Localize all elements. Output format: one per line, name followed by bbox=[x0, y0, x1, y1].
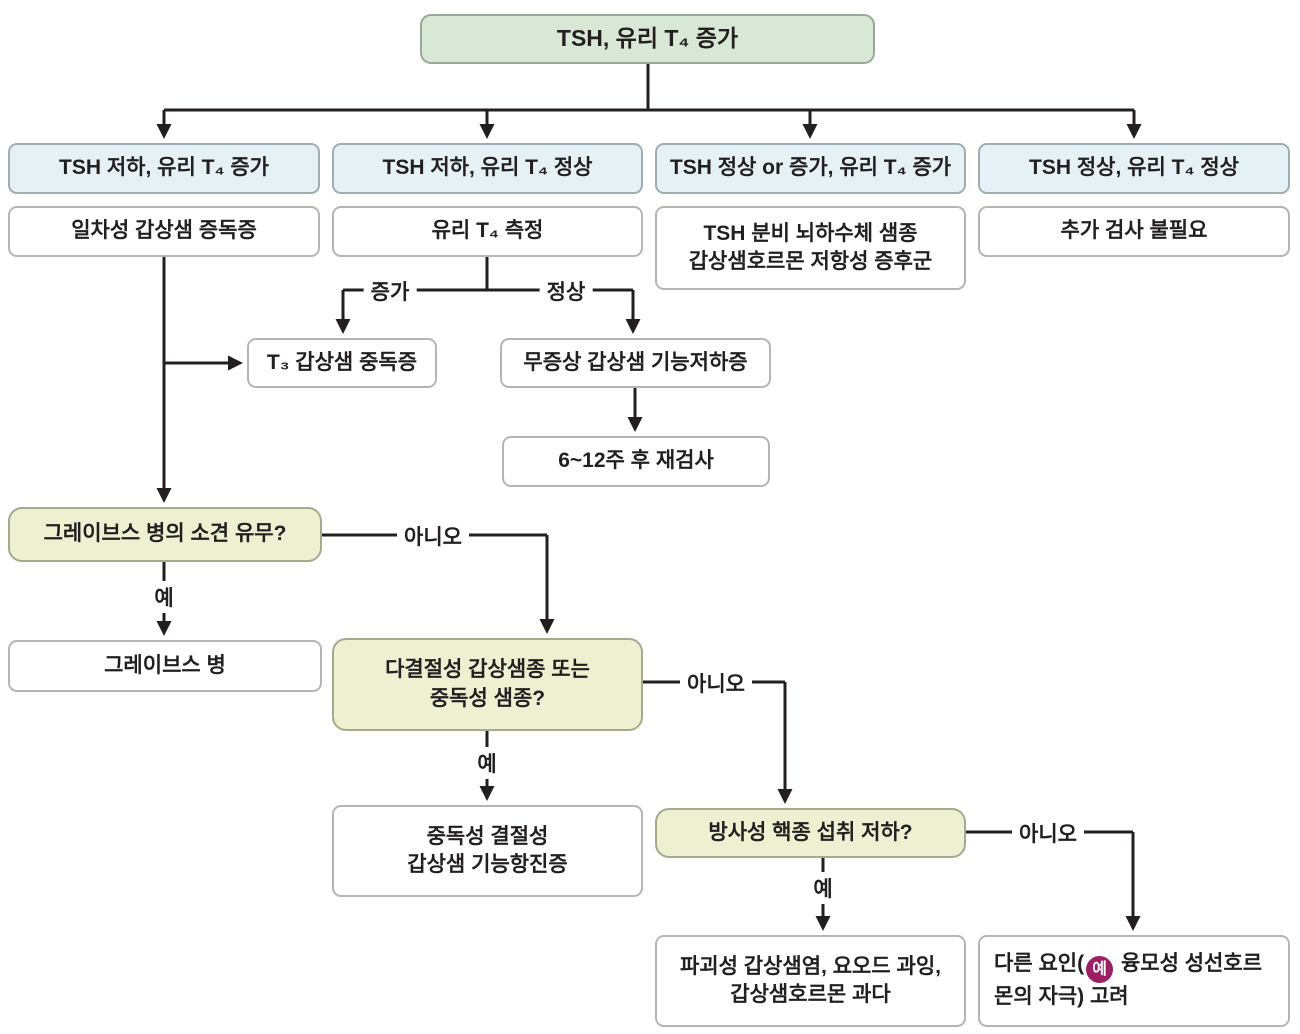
node-recheck-6-12-weeks: 6~12주 후 재검사 bbox=[502, 436, 770, 487]
edge-label-yes-graves: 예 bbox=[147, 581, 181, 613]
result-label: 추가 검사 불필요 bbox=[1060, 219, 1208, 243]
result-line2: 갑상샘 기능항진증 bbox=[407, 853, 568, 876]
node-measure-free-t4: 유리 T₄ 측정 bbox=[332, 206, 643, 257]
question-line2: 중독성 샘종? bbox=[429, 686, 546, 710]
condition-label: TSH 정상 or 증가, 유리 T₄ 증가 bbox=[669, 156, 952, 180]
edge-label-normal: 정상 bbox=[539, 275, 593, 307]
result-label: T₃ 갑상샘 중독증 bbox=[266, 350, 418, 374]
result-label: 그레이브스 병 bbox=[104, 653, 226, 677]
edge-label-no-uptake: 아니오 bbox=[1012, 817, 1084, 849]
condition-label: TSH 저하, 유리 T₄ 정상 bbox=[382, 156, 593, 180]
example-badge: 예 bbox=[1086, 956, 1114, 984]
result-label: 유리 T₄ 측정 bbox=[431, 219, 544, 243]
result-line1: 파괴성 갑상샘염, 요오드 과잉, bbox=[679, 954, 941, 978]
node-condition-tsh-normal-ft4-normal: TSH 정상, 유리 T₄ 정상 bbox=[978, 143, 1290, 194]
node-multinodular-goiter-question: 다결절성 갑상샘종 또는 중독성 샘종? bbox=[332, 638, 643, 731]
node-t3-thyrotoxicosis: T₃ 갑상샘 중독증 bbox=[247, 338, 437, 388]
result-line2: 갑상샘호르몬 저항성 증후군 bbox=[688, 250, 933, 273]
question-line1: 다결절성 갑상샘종 또는 bbox=[385, 658, 590, 682]
node-toxic-nodular-hyperthyroidism: 중독성 결절성 갑상샘 기능항진증 bbox=[332, 805, 643, 897]
node-root: TSH, 유리 T₄ 증가 bbox=[420, 14, 875, 64]
result-line1: 중독성 결절성 bbox=[426, 824, 549, 848]
edge-label-yes-uptake: 예 bbox=[806, 872, 840, 904]
question-label: 그레이브스 병의 소견 유무? bbox=[43, 522, 287, 546]
edge-label-no-graves: 아니오 bbox=[397, 520, 469, 552]
result-line1: 다른 요인(예 융모성 성선호르 bbox=[994, 950, 1263, 984]
result-label: 일차성 갑상샘 증독증 bbox=[71, 219, 257, 243]
node-other-factors: 다른 요인(예 융모성 성선호르 몬의 자극) 고려 bbox=[978, 935, 1290, 1027]
node-condition-tsh-low-ft4-high: TSH 저하, 유리 T₄ 증가 bbox=[8, 143, 320, 194]
node-graves-disease: 그레이브스 병 bbox=[8, 640, 322, 692]
edge-label-no-nodular: 아니오 bbox=[680, 667, 752, 699]
edge-label-yes-nodular: 예 bbox=[470, 747, 504, 779]
question-label: 방사성 핵종 섭취 저하? bbox=[708, 820, 913, 844]
node-condition-tsh-normal-or-high-ft4-high: TSH 정상 or 증가, 유리 T₄ 증가 bbox=[655, 143, 966, 194]
condition-label: TSH 정상, 유리 T₄ 정상 bbox=[1029, 156, 1239, 180]
node-no-further-tests: 추가 검사 불필요 bbox=[978, 206, 1290, 257]
node-radionuclide-uptake-question: 방사성 핵종 섭취 저하? bbox=[655, 808, 966, 858]
other-factors-text-mid: 융모성 성선호르 bbox=[1115, 952, 1263, 976]
condition-label: TSH 저하, 유리 T₄ 증가 bbox=[59, 156, 269, 180]
node-destructive-thyroiditis: 파괴성 갑상샘염, 요오드 과잉, 갑상샘호르몬 과다 bbox=[655, 935, 966, 1027]
node-condition-tsh-low-ft4-normal: TSH 저하, 유리 T₄ 정상 bbox=[332, 143, 643, 194]
edge-nodular-no bbox=[643, 680, 793, 804]
result-line1: TSH 분비 뇌하수체 샘종 bbox=[703, 221, 918, 245]
node-subclinical-hypothyroidism: 무증상 갑상샘 기능저하증 bbox=[500, 338, 771, 388]
edge-label-increase: 증가 bbox=[363, 275, 417, 307]
node-tsh-secreting-adenoma: TSH 분비 뇌하수체 샘종 갑상샘호르몬 저항성 증후군 bbox=[655, 206, 966, 290]
node-root-label: TSH, 유리 T₄ 증가 bbox=[556, 25, 739, 52]
result-label: 무증상 갑상샘 기능저하증 bbox=[523, 350, 748, 374]
other-factors-text-open: 다른 요인( bbox=[994, 952, 1085, 976]
edge-primary-to-graves-question bbox=[156, 257, 243, 503]
result-line2: 몬의 자극) 고려 bbox=[994, 985, 1129, 1009]
result-line2: 갑상샘호르몬 과다 bbox=[730, 983, 891, 1006]
node-primary-thyrotoxicosis: 일차성 갑상샘 증독증 bbox=[8, 206, 320, 257]
edge-root-to-branches bbox=[156, 64, 1142, 139]
node-graves-findings-question: 그레이브스 병의 소견 유무? bbox=[8, 507, 322, 562]
result-label: 6~12주 후 재검사 bbox=[558, 449, 714, 473]
